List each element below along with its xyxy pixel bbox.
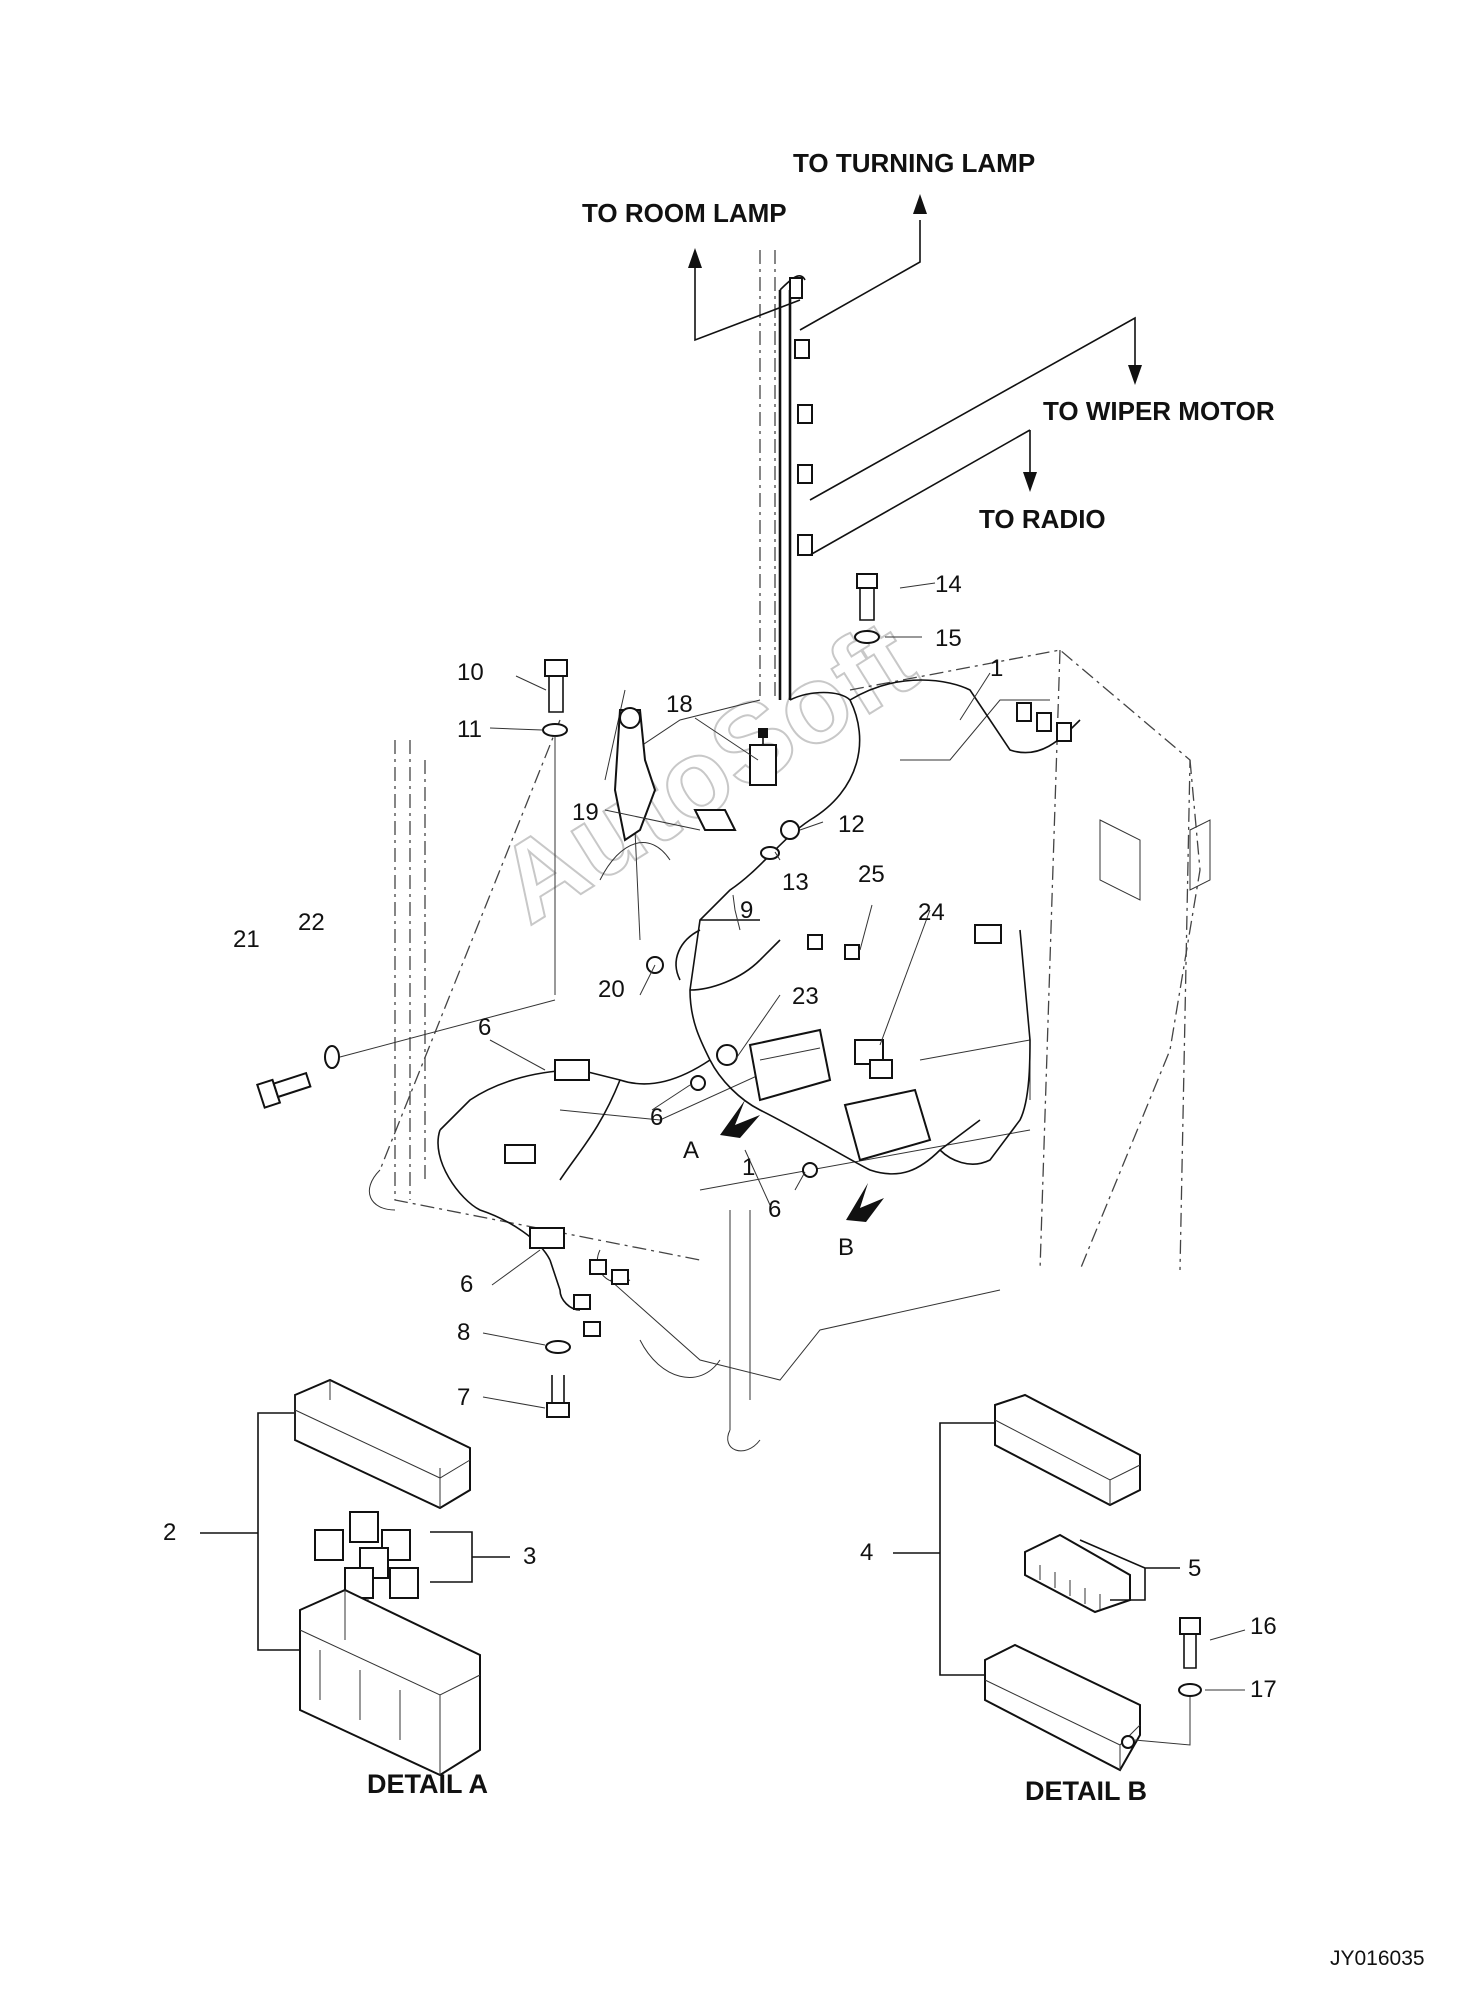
callout-leaders <box>339 582 991 1409</box>
callout-8: 8 <box>457 1319 470 1346</box>
callout-1-bottom: 1 <box>742 1154 755 1181</box>
callout-25: 25 <box>858 861 885 888</box>
destination-leaders <box>688 194 1142 556</box>
radio-label: TO RADIO <box>979 504 1106 534</box>
view-marker-a: A <box>683 1137 699 1164</box>
callout-14: 14 <box>935 571 962 598</box>
callout-24: 24 <box>918 899 945 926</box>
callout-6-mid: 6 <box>650 1104 663 1131</box>
callout-17: 17 <box>1250 1676 1277 1703</box>
callout-20: 20 <box>598 976 625 1003</box>
wiper-motor-arrow-icon <box>1128 365 1142 385</box>
callout-6-left: 6 <box>478 1014 491 1041</box>
view-marker-b: B <box>838 1234 854 1261</box>
callout-15: 15 <box>935 625 962 652</box>
vertical-harness-connectors <box>789 277 813 556</box>
turning-lamp-label: TO TURNING LAMP <box>793 148 1035 178</box>
callout-9: 9 <box>740 897 753 924</box>
callout-6-right: 6 <box>768 1196 781 1223</box>
callout-2: 2 <box>163 1519 176 1546</box>
detail-a-drawing <box>200 1378 510 1777</box>
detail-b-title: DETAIL B <box>1025 1776 1147 1806</box>
view-markers: A B <box>683 1137 854 1261</box>
detail-b-drawing <box>893 1393 1246 1772</box>
callout-16: 16 <box>1250 1613 1277 1640</box>
turning-lamp-arrow-icon <box>913 194 927 214</box>
detail-titles: DETAIL A DETAIL B <box>367 1769 1147 1806</box>
destination-labels: TO TURNING LAMP TO ROOM LAMP TO WIPER MO… <box>582 148 1275 534</box>
callout-13: 13 <box>782 869 809 896</box>
watermark-logo: AutoSoft <box>476 595 937 947</box>
callout-5: 5 <box>1188 1555 1201 1582</box>
svg-text:AutoSoft: AutoSoft <box>477 596 936 946</box>
view-arrow-b-icon <box>846 1183 884 1222</box>
callout-6-bottom: 6 <box>460 1271 473 1298</box>
part-callouts: 14 15 1 10 11 18 19 12 13 25 9 24 21 22 … <box>163 571 1277 1703</box>
callout-11: 11 <box>457 716 482 743</box>
callout-10: 10 <box>457 659 484 686</box>
callout-18: 18 <box>666 691 693 718</box>
cab-frame <box>368 250 1211 1452</box>
callout-1-top: 1 <box>990 655 1003 682</box>
radio-arrow-icon <box>1023 472 1037 492</box>
callout-21: 21 <box>233 926 260 953</box>
room-lamp-arrow-icon <box>688 248 702 268</box>
callout-19: 19 <box>572 799 599 826</box>
callout-7: 7 <box>457 1384 470 1411</box>
callout-22: 22 <box>298 909 325 936</box>
callout-4: 4 <box>860 1539 873 1566</box>
detail-a-title: DETAIL A <box>367 1769 488 1799</box>
callout-23: 23 <box>792 983 819 1010</box>
callout-3: 3 <box>523 1543 536 1570</box>
drawing-code: JY016035 <box>1330 1947 1425 1970</box>
callout-12: 12 <box>838 811 865 838</box>
wiper-motor-label: TO WIPER MOTOR <box>1043 396 1275 426</box>
view-arrow-a-icon <box>720 1100 760 1138</box>
main-view-parts <box>256 573 1072 1418</box>
room-lamp-label: TO ROOM LAMP <box>582 198 787 228</box>
